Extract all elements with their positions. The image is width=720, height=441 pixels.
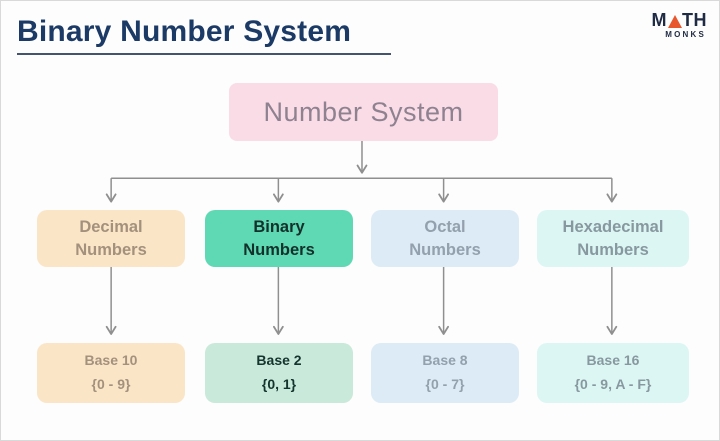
node-base-16: Base 16 {0 - 9, A - F}: [537, 343, 689, 403]
node-label-line: Numbers: [577, 240, 649, 259]
node-octal-numbers: Octal Numbers: [371, 210, 519, 267]
node-base-2: Base 2 {0, 1}: [205, 343, 353, 403]
logo-wordmark: M TH: [637, 11, 707, 29]
node-label-line: Octal: [424, 218, 466, 237]
page-title: Binary Number System: [17, 15, 352, 48]
logo-subtext: MONKS: [665, 30, 706, 39]
logo-letters-th: TH: [682, 10, 707, 30]
title-underline: [17, 53, 391, 55]
logo-letter-m: M: [651, 10, 667, 30]
base-label: Base 10: [84, 352, 138, 369]
base-digit-set: {0, 1}: [261, 376, 297, 392]
node-binary-numbers: Binary Numbers: [205, 210, 353, 267]
base-digit-set: {0 - 7}: [425, 376, 465, 392]
node-label-line: Numbers: [409, 240, 481, 259]
triangle-a-icon: [667, 15, 682, 28]
node-label-line: Numbers: [75, 240, 147, 259]
base-label: Base 8: [422, 352, 468, 369]
node-number-system: Number System: [229, 83, 498, 141]
node-label-line: Numbers: [243, 240, 315, 259]
node-decimal-numbers: Decimal Numbers: [37, 210, 185, 267]
base-label: Base 16: [586, 352, 640, 369]
node-label-line: Binary: [253, 218, 305, 237]
base-label: Base 2: [256, 352, 302, 369]
node-number-system-label: Number System: [263, 96, 464, 127]
node-base-10: Base 10 {0 - 9}: [37, 343, 185, 403]
base-digit-set: {0 - 9, A - F}: [574, 376, 652, 392]
node-label-line: Hexadecimal: [562, 218, 664, 237]
node-base-8: Base 8 {0 - 7}: [371, 343, 519, 403]
math-monks-logo: M TH MONKS: [637, 11, 707, 39]
node-hexadecimal-numbers: Hexadecimal Numbers: [537, 210, 689, 267]
node-label-line: Decimal: [79, 218, 143, 237]
base-digit-set: {0 - 9}: [91, 376, 131, 392]
